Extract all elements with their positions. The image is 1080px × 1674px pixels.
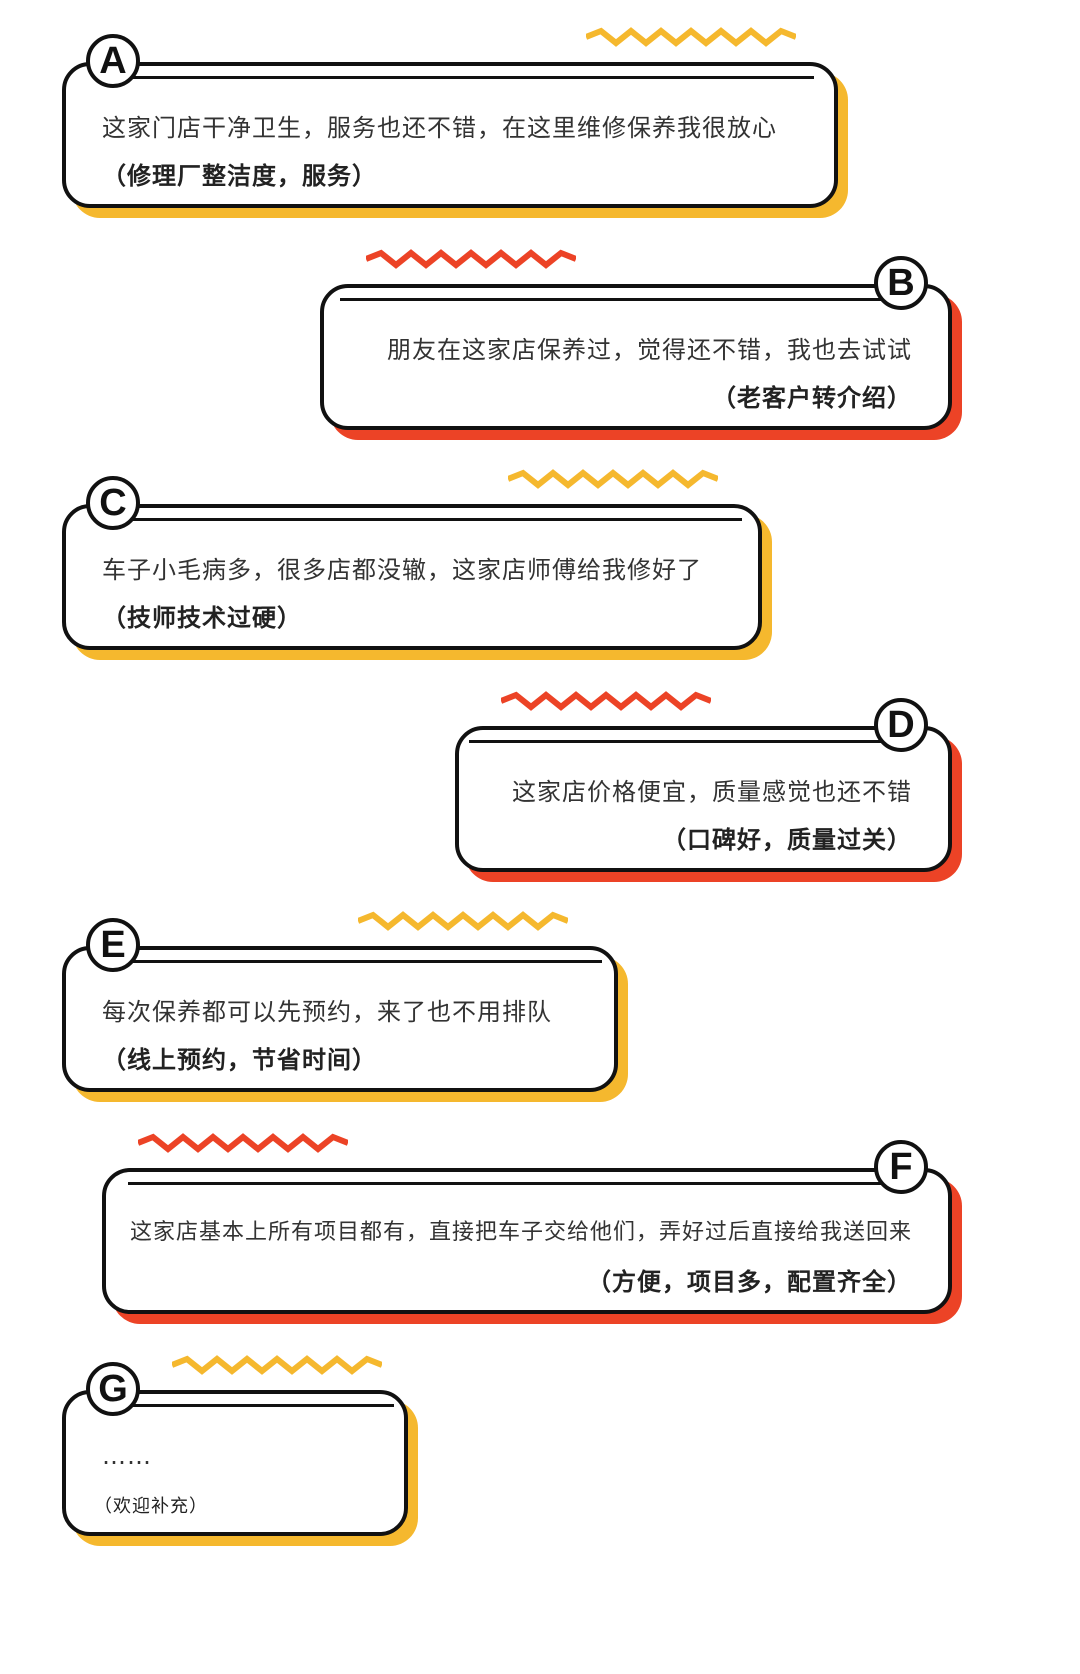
review-text: 车子小毛病多，很多店都没辙，这家店师傅给我修好了 (102, 556, 702, 584)
review-text: 朋友在这家店保养过，觉得还不错，我也去试试 (387, 336, 912, 364)
card-rule (128, 1182, 884, 1185)
zigzag-decoration-icon (508, 469, 718, 489)
review-tag: （修理厂整洁度，服务） (102, 162, 377, 190)
card-rule (340, 298, 884, 301)
card-e: E 每次保养都可以先预约，来了也不用排队 （线上预约，节省时间） (62, 911, 628, 1102)
review-tag: （老客户转介绍） (712, 384, 912, 412)
zigzag-decoration-icon (366, 249, 576, 269)
card-rule (469, 740, 884, 743)
card-letter-badge: F (874, 1140, 928, 1194)
zigzag-decoration-icon (172, 1355, 382, 1375)
card-letter-badge: A (86, 34, 140, 88)
card-rule (122, 76, 814, 79)
card-letter-badge: G (86, 1362, 140, 1416)
review-text: 这家店价格便宜，质量感觉也还不错 (512, 778, 912, 806)
review-tag: （欢迎补充） (94, 1496, 208, 1517)
zigzag-decoration-icon (586, 27, 796, 47)
card-box (62, 504, 762, 650)
card-box (62, 946, 618, 1092)
card-a: A 这家门店干净卫生，服务也还不错，在这里维修保养我很放心 （修理厂整洁度，服务… (62, 27, 848, 218)
card-b: B 朋友在这家店保养过，觉得还不错，我也去试试 （老客户转介绍） (320, 249, 962, 440)
card-c: C 车子小毛病多，很多店都没辙，这家店师傅给我修好了 （技师技术过硬） (62, 469, 772, 660)
card-f: F 这家店基本上所有项目都有，直接把车子交给他们，弄好过后直接给我送回来 （方便… (102, 1133, 962, 1324)
card-letter-badge: D (874, 698, 928, 752)
review-tag: （技师技术过硬） (102, 604, 302, 632)
zigzag-decoration-icon (501, 691, 711, 711)
card-g: G …… （欢迎补充） (62, 1355, 418, 1546)
card-letter-badge: C (86, 476, 140, 530)
card-box (62, 62, 838, 208)
card-rule (122, 960, 602, 963)
card-rule (122, 518, 742, 521)
review-text: 这家门店干净卫生，服务也还不错，在这里维修保养我很放心 (102, 114, 777, 142)
card-box (102, 1168, 952, 1314)
zigzag-decoration-icon (358, 911, 568, 931)
review-tag: （口碑好，质量过关） (662, 826, 912, 854)
review-tag: （方便，项目多，配置齐全） (587, 1268, 912, 1296)
review-text: 每次保养都可以先预约，来了也不用排队 (102, 998, 552, 1026)
review-text: …… (102, 1442, 152, 1470)
card-letter-badge: B (874, 256, 928, 310)
card-box (455, 726, 952, 872)
zigzag-decoration-icon (138, 1133, 348, 1153)
review-tag: （线上预约，节省时间） (102, 1046, 377, 1074)
card-rule (122, 1404, 394, 1407)
card-d: D 这家店价格便宜，质量感觉也还不错 （口碑好，质量过关） (455, 691, 962, 882)
card-box (320, 284, 952, 430)
review-text: 这家店基本上所有项目都有，直接把车子交给他们，弄好过后直接给我送回来 (129, 1220, 912, 1245)
card-letter-badge: E (86, 918, 140, 972)
